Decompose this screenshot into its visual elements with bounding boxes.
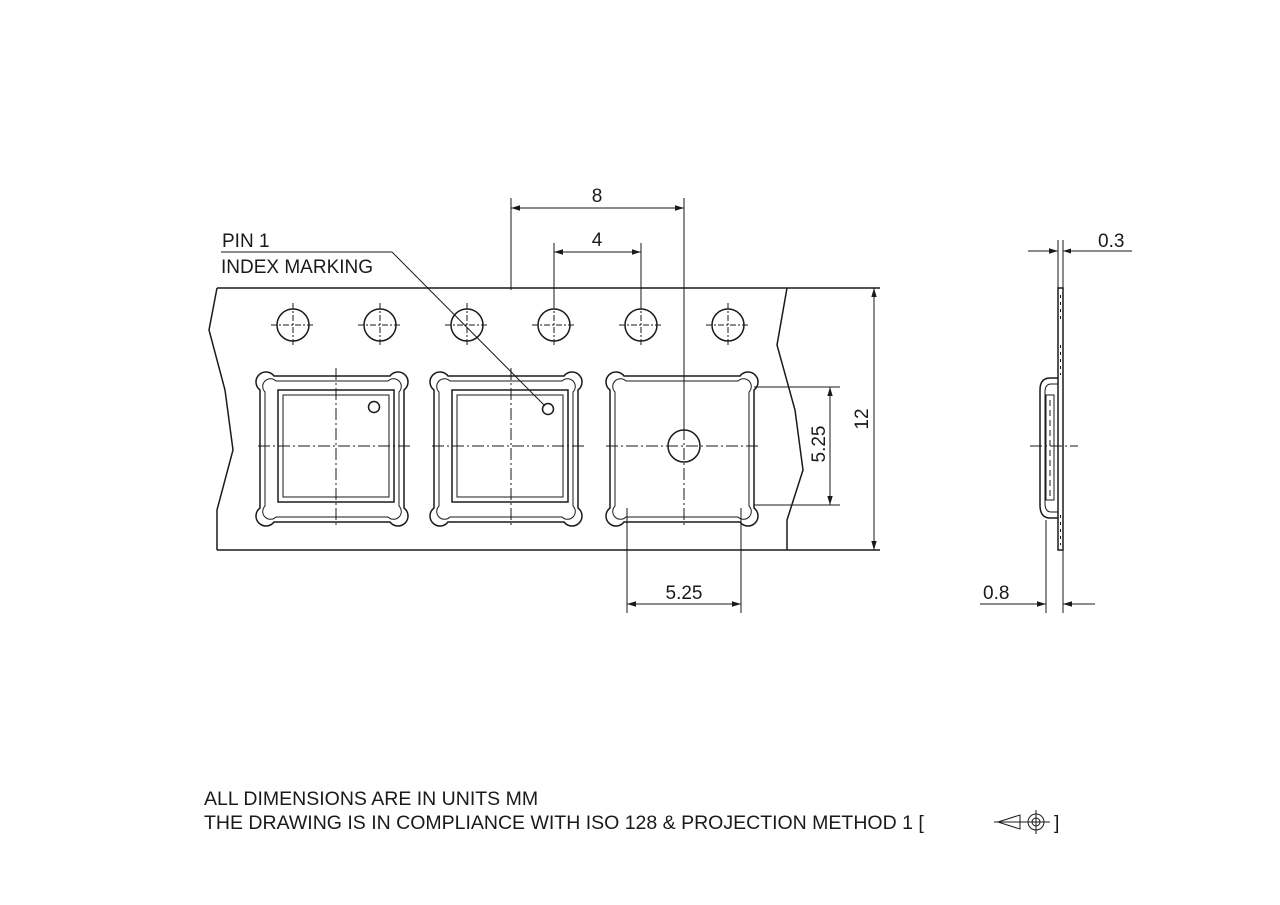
pocket-profile xyxy=(1039,377,1058,519)
sprocket-hole xyxy=(706,303,750,347)
component-body xyxy=(277,389,395,503)
callout-line2: INDEX MARKING xyxy=(221,257,373,278)
dim-tape-thickness: 0.3 xyxy=(1028,231,1132,288)
pocket-height-label: 5.25 xyxy=(809,426,830,463)
dim-pocket-depth: 0.8 xyxy=(980,520,1095,613)
hole-pitch-label: 4 xyxy=(592,230,603,251)
compliance-note: THE DRAWING IS IN COMPLIANCE WITH ISO 12… xyxy=(204,812,924,834)
dim-pocket-width: 5.25 xyxy=(626,508,742,613)
carrier-tape-side-view: 0.3 0.8 xyxy=(980,231,1132,613)
sprocket-hole xyxy=(619,303,663,347)
right-break-line xyxy=(776,287,804,550)
sprocket-hole xyxy=(271,303,315,347)
sprocket-hole xyxy=(445,303,489,347)
sprocket-holes xyxy=(271,303,750,347)
left-break-line xyxy=(208,287,234,550)
callout-line1: PIN 1 xyxy=(222,231,270,252)
pocket-with-component-1 xyxy=(255,368,412,528)
dim-pocket-height: 5.25 xyxy=(754,386,840,506)
pin1-index-dot xyxy=(541,402,555,416)
pin1-callout: PIN 1 INDEX MARKING xyxy=(221,231,546,407)
tape-width-label: 12 xyxy=(852,408,873,429)
pitch-label: 8 xyxy=(592,186,603,207)
component-side xyxy=(1045,394,1055,501)
component-body xyxy=(451,389,569,503)
pocket-with-component-2 xyxy=(429,368,586,528)
dim-pocket-pitch: 8 xyxy=(510,186,685,430)
pocket-width-label: 5.25 xyxy=(666,583,703,604)
units-note: ALL DIMENSIONS ARE IN UNITS MM xyxy=(204,788,538,810)
carrier-tape-top-view: PIN 1 INDEX MARKING 8 4 5.25 12 xyxy=(208,186,880,613)
sprocket-hole xyxy=(532,303,576,347)
depth-label: 0.8 xyxy=(983,583,1009,604)
sprocket-hole xyxy=(358,303,402,347)
drawing-notes: ALL DIMENSIONS ARE IN UNITS MM THE DRAWI… xyxy=(204,788,1059,834)
empty-pocket xyxy=(605,368,760,528)
compliance-close: ] xyxy=(1054,812,1059,834)
dim-tape-width: 12 xyxy=(852,288,877,550)
pin1-index-dot xyxy=(367,400,381,414)
callout-leader xyxy=(391,251,546,407)
dim-sprocket-pitch: 4 xyxy=(553,230,642,309)
projection-method-icon xyxy=(994,810,1050,834)
thickness-label: 0.3 xyxy=(1098,231,1124,252)
